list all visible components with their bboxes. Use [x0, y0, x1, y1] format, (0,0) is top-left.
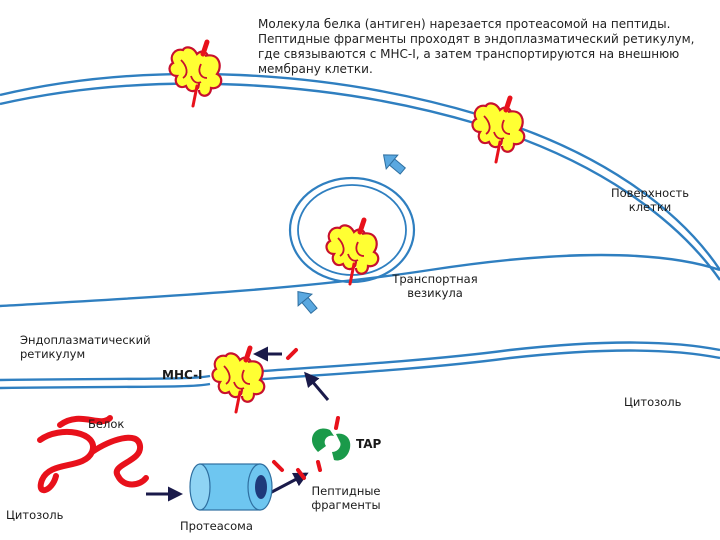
proteasome-cylinder	[189, 463, 273, 511]
protein-chain	[37, 415, 149, 493]
label-protein: Белок	[88, 417, 125, 431]
mhc-complex-membrane	[473, 98, 525, 162]
tap-transporter	[312, 428, 351, 461]
er-membrane-lower	[0, 341, 720, 382]
label-proteasome: Протеасома	[180, 519, 253, 533]
vesicle-arrow-from-er	[297, 290, 318, 315]
vesicle-arrow-up	[382, 154, 407, 175]
mhc-complex-extracellular	[170, 42, 222, 106]
label-tap: TAP	[356, 437, 382, 451]
label-mhc: MHC-I	[162, 368, 203, 382]
label-transport-vesicle: Транспортная везикула	[392, 272, 478, 300]
label-cell-surface: Поверхность клетки	[611, 186, 689, 214]
diagram-caption: Молекула белка (антиген) нарезается прот…	[258, 17, 695, 76]
transport-vesicle	[288, 176, 416, 284]
label-er: Эндоплазматический ретикулум	[20, 333, 151, 361]
label-peptide-fragments: Пептидные фрагменты	[311, 484, 381, 512]
cell-membrane	[0, 72, 720, 271]
mhc-complex-er	[213, 348, 265, 412]
peptide-fragments	[272, 348, 340, 480]
label-cytosol-left: Цитозоль	[6, 508, 64, 522]
cell-membrane-inner	[0, 82, 720, 281]
er-membrane	[0, 253, 720, 308]
arrow-proteasome-to-peptides	[267, 472, 309, 496]
label-cytosol-right: Цитозоль	[624, 395, 682, 409]
arrow-tap-to-er	[304, 371, 330, 401]
mhc-complex-vesicle	[327, 220, 379, 284]
